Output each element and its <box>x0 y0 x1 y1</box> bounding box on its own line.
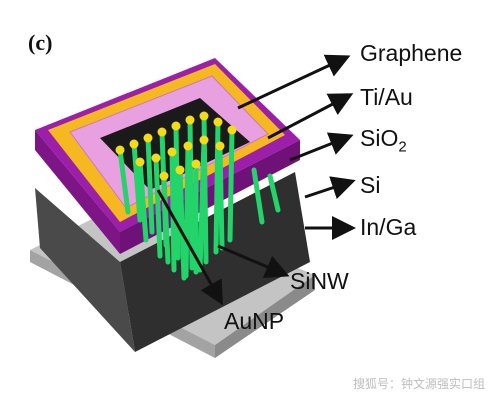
arrow-aunp <box>156 189 223 306</box>
label-ti-au: Ti/Au <box>360 84 413 110</box>
label-sio2-main: SiO <box>360 125 399 151</box>
watermark: 搜狐号：钟文源强实口组 <box>352 377 485 391</box>
sio2-layer-left <box>35 130 120 254</box>
label-si: Si <box>360 172 381 198</box>
sinw-bundle <box>117 113 281 281</box>
label-sio2-subscript: 2 <box>398 138 407 156</box>
aunp-particles <box>115 111 237 181</box>
arrow-si <box>304 176 356 200</box>
arrow-graphene <box>237 54 351 110</box>
label-sio2: SiO2 <box>360 125 407 156</box>
label-graphene: Graphene <box>360 40 463 66</box>
panel-label: (c) <box>28 30 53 55</box>
leader-arrows <box>156 54 356 306</box>
label-in-ga: In/Ga <box>360 214 417 240</box>
in-ga-contact-front <box>215 275 315 358</box>
label-aunp: AuNP <box>224 308 285 334</box>
label-sinw: SiNW <box>290 268 349 294</box>
arrow-sinw <box>217 244 290 279</box>
arrow-ti-au <box>267 93 354 140</box>
arrow-sio2 <box>289 132 354 162</box>
si-substrate-left <box>35 188 135 352</box>
